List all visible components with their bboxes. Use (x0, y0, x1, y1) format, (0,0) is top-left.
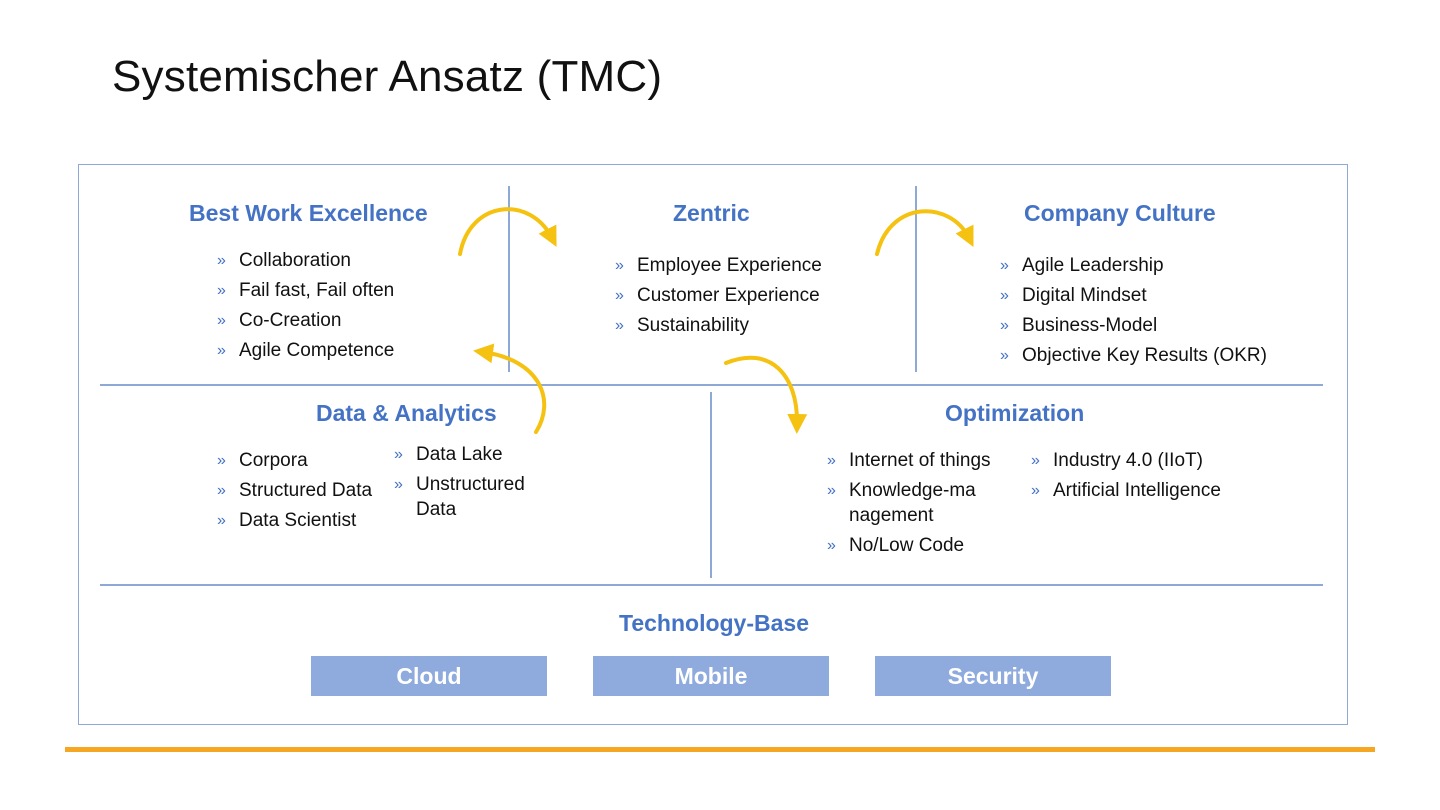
tech-box-cloud: Cloud (311, 656, 547, 696)
slide-title: Systemischer Ansatz (TMC) (112, 52, 663, 101)
list-item: Industry 4.0 (IIoT) (1031, 448, 1221, 473)
best-work-list: Collaboration Fail fast, Fail often Co-C… (217, 248, 394, 368)
curved-arrow-icon (875, 209, 974, 256)
best-work-heading: Best Work Excellence (189, 200, 428, 226)
data-analytics-heading: Data & Analytics (316, 400, 497, 426)
data-analytics-list-left: Corpora Structured Data Data Scientist (217, 448, 372, 538)
optimization-list-left: Internet of things Knowledge-management … (827, 448, 991, 563)
data-analytics-list-right: Data Lake Unstructured Data (394, 442, 544, 527)
list-item: Data Scientist (217, 508, 372, 533)
bottom-accent-bar (65, 747, 1375, 752)
company-culture-list: Agile Leadership Digital Mindset Busines… (1000, 253, 1267, 373)
list-item: Collaboration (217, 248, 394, 273)
diagram-frame (78, 164, 1348, 725)
optimization-list-right: Industry 4.0 (IIoT) Artificial Intellige… (1031, 448, 1221, 508)
list-item: Business-Model (1000, 313, 1267, 338)
list-item: Unstructured Data (394, 472, 544, 522)
list-item: Objective Key Results (OKR) (1000, 343, 1267, 368)
list-item: Digital Mindset (1000, 283, 1267, 308)
list-item: Fail fast, Fail often (217, 278, 394, 303)
list-item: Corpora (217, 448, 372, 473)
list-item: Knowledge-management (827, 478, 977, 528)
optimization-heading: Optimization (945, 400, 1085, 426)
technology-base-heading: Technology-Base (619, 610, 809, 636)
list-item: Data Lake (394, 442, 544, 467)
list-item: Structured Data (217, 478, 372, 503)
tech-box-mobile: Mobile (593, 656, 829, 696)
list-item: Sustainability (615, 313, 822, 338)
divider-horizontal-bottom (100, 584, 1323, 586)
curved-arrow-icon (458, 207, 557, 256)
list-item: Co-Creation (217, 308, 394, 333)
list-item: Agile Leadership (1000, 253, 1267, 278)
divider-top-left (508, 186, 510, 372)
list-item: Customer Experience (615, 283, 822, 308)
company-culture-heading: Company Culture (1024, 200, 1216, 226)
divider-mid-vertical (710, 392, 712, 578)
zentric-heading: Zentric (673, 200, 750, 226)
list-item: Internet of things (827, 448, 991, 473)
list-item: No/Low Code (827, 533, 977, 558)
tech-box-security: Security (875, 656, 1111, 696)
list-item: Agile Competence (217, 338, 394, 363)
curved-arrow-icon (724, 355, 808, 434)
list-item: Employee Experience (615, 253, 822, 278)
list-item: Artificial Intelligence (1031, 478, 1221, 503)
zentric-list: Employee Experience Customer Experience … (615, 253, 822, 343)
curved-arrow-icon (473, 343, 547, 434)
divider-horizontal-mid (100, 384, 1323, 386)
divider-top-right (915, 186, 917, 372)
